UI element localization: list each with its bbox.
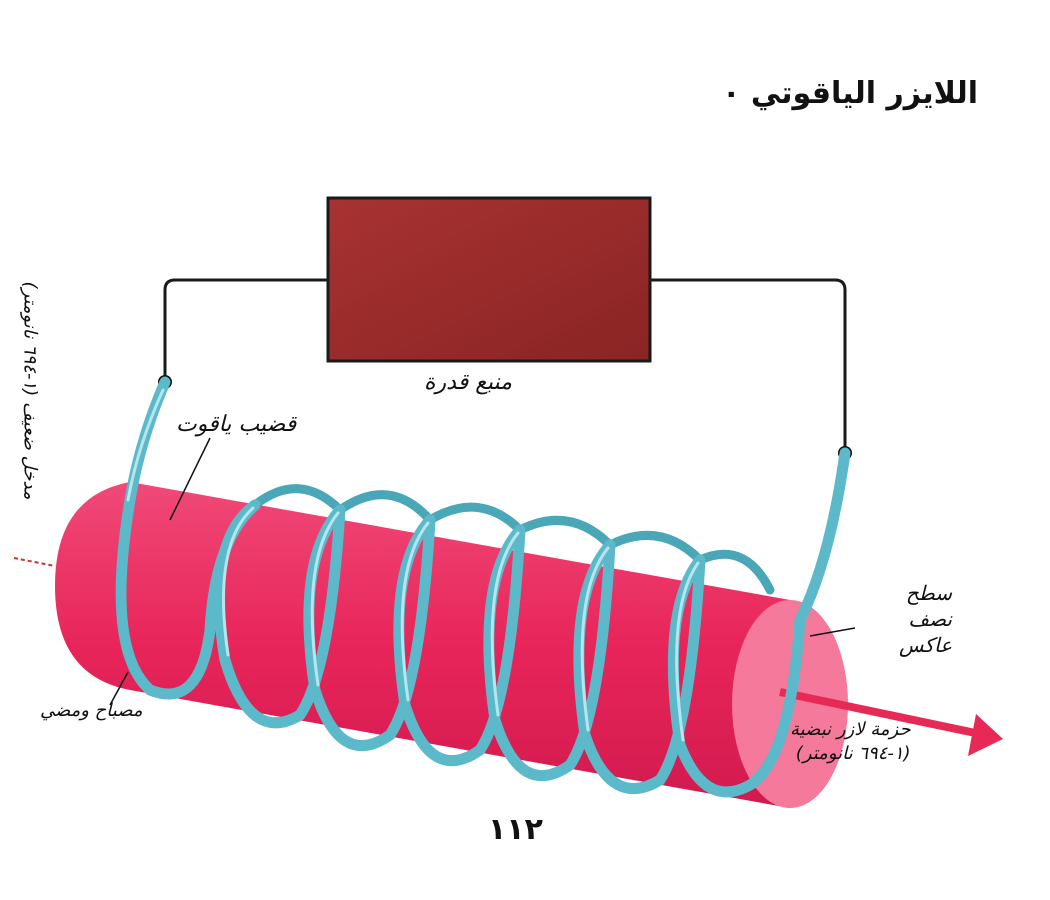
left-wire: [163, 278, 330, 382]
right-wire: [650, 278, 847, 452]
flash-lamp-label: مصباح ومضي: [40, 700, 143, 721]
beam-arrowhead: [968, 714, 1003, 756]
page-number: ١١٢: [488, 812, 543, 847]
mirror-label-line-1: سطح: [905, 581, 952, 605]
beam-label-line-1: حزمة لازر نبضية: [790, 719, 911, 740]
laser-beam-label: حزمة لازر نبضية (١-٦٩٤ نانومتر): [790, 718, 911, 766]
input-arrow: [13, 557, 56, 567]
mirror-label-line-2: نصف: [908, 607, 952, 631]
mirror-label-line-3: عاكس: [898, 633, 952, 657]
beam-label-line-2: (١-٦٩٤ نانومتر): [795, 743, 911, 764]
rod-leader-line: [169, 437, 211, 521]
ruby-rod-label: قضيب ياقوت: [176, 412, 297, 437]
coil-back: [250, 484, 775, 595]
page-title: اللايزر الياقوتي ٠: [722, 76, 978, 111]
power-source-box: [326, 196, 652, 363]
mirror-leader-line: [809, 627, 856, 637]
coil-highlight: [126, 388, 700, 742]
laser-beam: [779, 688, 986, 739]
coil-front: [115, 376, 851, 798]
weak-input-label: مدخل ضعيف (١-٦٩٤ نانومتر): [19, 281, 41, 500]
lamp-leader-line: [109, 671, 129, 706]
half-mirror-label: سطح نصف عاكس: [862, 580, 952, 658]
power-source-label: منبع قدرة: [424, 370, 512, 395]
